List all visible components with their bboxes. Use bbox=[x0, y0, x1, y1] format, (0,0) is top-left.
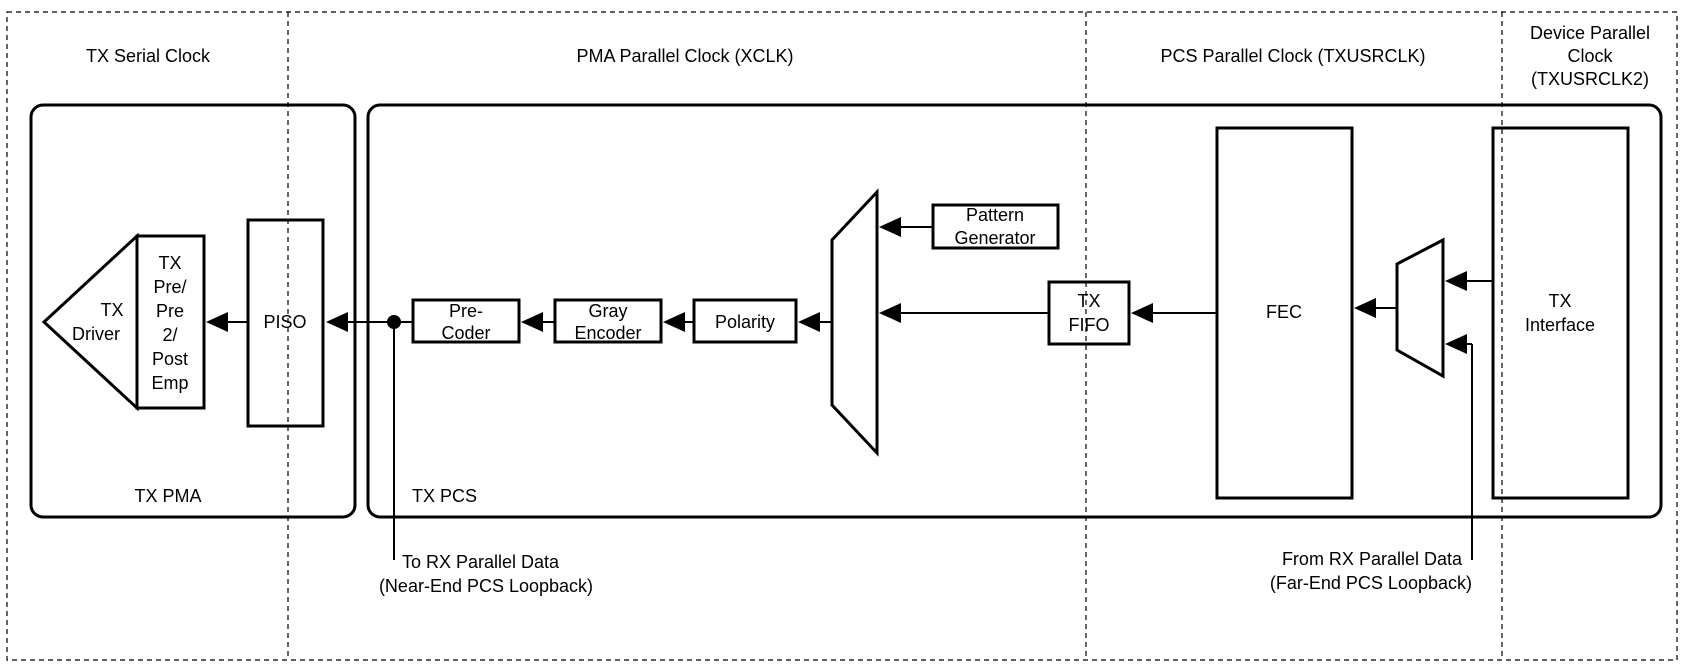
arrow-into-small-mux-bottom bbox=[1445, 334, 1467, 354]
near-end-loopback-tap-dot bbox=[387, 315, 401, 329]
tx-interface-block: TX Interface bbox=[1491, 126, 1630, 500]
piso-block: PISO bbox=[246, 218, 325, 428]
gray-encoder-block: Gray Encoder bbox=[553, 298, 663, 344]
pattern-mux-trapezoid bbox=[830, 188, 879, 457]
pre-coder-block: Pre- Coder bbox=[411, 298, 521, 344]
loopback-mux-trapezoid bbox=[1395, 237, 1445, 379]
arrow-into-gray bbox=[663, 312, 685, 332]
arrow-into-emp bbox=[206, 312, 228, 332]
tx-driver-triangle bbox=[41, 232, 139, 412]
arrow-into-mux-from-patgen bbox=[879, 217, 901, 237]
clock-label-device-parallel-line2: Clock bbox=[1567, 46, 1613, 66]
clock-label-device-parallel-line1: Device Parallel bbox=[1530, 23, 1650, 43]
near-end-loopback-label-line2: (Near-End PCS Loopback) bbox=[379, 576, 593, 596]
arrow-into-fifo bbox=[1131, 303, 1153, 323]
pre-coder-label-line2: Coder bbox=[441, 323, 490, 343]
emp-label-line1: TX bbox=[158, 253, 181, 273]
clock-label-tx-serial: TX Serial Clock bbox=[86, 46, 211, 66]
tx-fifo-label-line2: FIFO bbox=[1069, 315, 1110, 335]
clock-label-pma-parallel: PMA Parallel Clock (XCLK) bbox=[576, 46, 793, 66]
emp-label-line6: Emp bbox=[151, 373, 188, 393]
arrow-into-polarity bbox=[798, 312, 820, 332]
tx-driver: TX Driver bbox=[41, 232, 139, 412]
clock-label-device-parallel-line3: (TXUSRCLK2) bbox=[1531, 69, 1649, 89]
arrow-into-mux-from-fifo bbox=[879, 303, 901, 323]
pre-post-emphasis-block: TX Pre/ Pre 2/ Post Emp bbox=[135, 234, 206, 410]
tx-interface-label-line1: TX bbox=[1548, 291, 1571, 311]
pattern-generator-block: Pattern Generator bbox=[931, 203, 1060, 250]
emp-label-line2: Pre/ bbox=[153, 277, 186, 297]
tx-interface-rect bbox=[1491, 126, 1630, 500]
tx-driver-label-line1: TX bbox=[100, 300, 123, 320]
signal-lines bbox=[224, 226, 1493, 560]
emp-label-line3: Pre bbox=[156, 301, 184, 321]
tx-fifo-label-line1: TX bbox=[1077, 291, 1100, 311]
emp-label-line4: 2/ bbox=[162, 325, 177, 345]
tx-pma-label: TX PMA bbox=[134, 486, 201, 506]
tx-pcs-label: TX PCS bbox=[412, 486, 477, 506]
tx-pcs-container bbox=[366, 103, 1663, 519]
fec-label: FEC bbox=[1266, 302, 1302, 322]
pattern-generator-label-line2: Generator bbox=[954, 228, 1035, 248]
polarity-block: Polarity bbox=[692, 298, 798, 344]
pre-post-emphasis-rect bbox=[135, 234, 206, 410]
arrow-into-precoder bbox=[521, 312, 543, 332]
arrow-into-small-mux-top bbox=[1445, 271, 1467, 291]
tx-interface-label-line2: Interface bbox=[1525, 315, 1595, 335]
tx-driver-label-line2: Driver bbox=[72, 324, 120, 344]
clock-label-pcs-parallel: PCS Parallel Clock (TXUSRCLK) bbox=[1160, 46, 1425, 66]
tx-pma-container bbox=[29, 103, 357, 519]
outer-dashed-border bbox=[6, 11, 1678, 661]
arrow-into-piso bbox=[326, 312, 348, 332]
fec-block: FEC bbox=[1215, 126, 1354, 500]
arrow-into-fec bbox=[1354, 298, 1376, 318]
emp-label-line5: Post bbox=[152, 349, 188, 369]
near-end-loopback-label-line1: To RX Parallel Data bbox=[402, 552, 560, 572]
far-end-loopback-label-line1: From RX Parallel Data bbox=[1282, 549, 1463, 569]
clock-domain-boundaries bbox=[6, 11, 1678, 661]
polarity-label: Polarity bbox=[715, 312, 775, 332]
piso-label: PISO bbox=[263, 312, 306, 332]
gray-encoder-label-line1: Gray bbox=[588, 301, 627, 321]
gray-encoder-label-line2: Encoder bbox=[574, 323, 641, 343]
far-end-loopback-label-line2: (Far-End PCS Loopback) bbox=[1270, 573, 1472, 593]
arrowheads bbox=[206, 217, 1467, 354]
pre-coder-label-line1: Pre- bbox=[449, 301, 483, 321]
pattern-generator-label-line1: Pattern bbox=[966, 205, 1024, 225]
tx-fifo-block: TX FIFO bbox=[1047, 280, 1131, 346]
